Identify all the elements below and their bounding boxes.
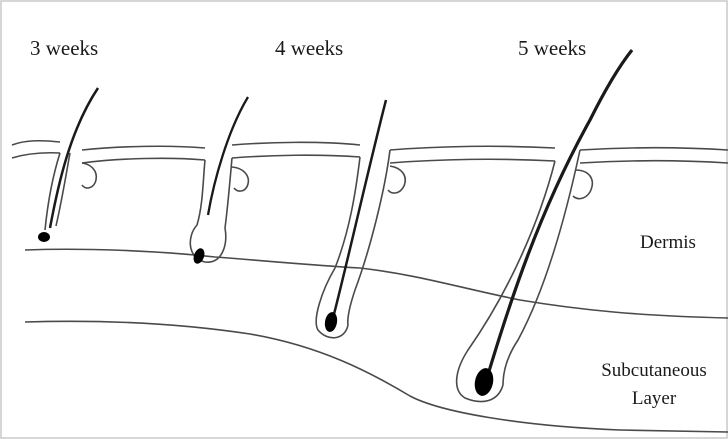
follicle-3-weeks: [38, 88, 98, 242]
layer-label-dermis: Dermis: [640, 232, 696, 254]
layer-label-subcutaneous-line1: Subcutaneous: [580, 357, 728, 385]
hair-shaft-3w: [50, 88, 98, 228]
stage-label-3-weeks: 3 weeks: [30, 36, 98, 61]
hair-shaft-5w: [484, 50, 632, 388]
follicle-4-weeks-b: [316, 100, 405, 338]
stage-label-4-weeks: 4 weeks: [275, 36, 343, 61]
hair-shaft-4w-b: [333, 100, 386, 318]
hair-bulb-3w: [38, 232, 50, 242]
hair-bulb-5w: [472, 366, 495, 397]
layer-label-subcutaneous: Subcutaneous Layer: [580, 357, 728, 413]
stage-label-5-weeks: 5 weeks: [518, 36, 586, 61]
follicle-5-weeks: [457, 50, 632, 402]
hair-bulb-4w-b: [323, 311, 338, 333]
follicle-4-weeks-a: [190, 97, 248, 265]
layer-label-subcutaneous-line2: Layer: [580, 385, 728, 413]
dermis-lower-boundary: [25, 249, 728, 318]
